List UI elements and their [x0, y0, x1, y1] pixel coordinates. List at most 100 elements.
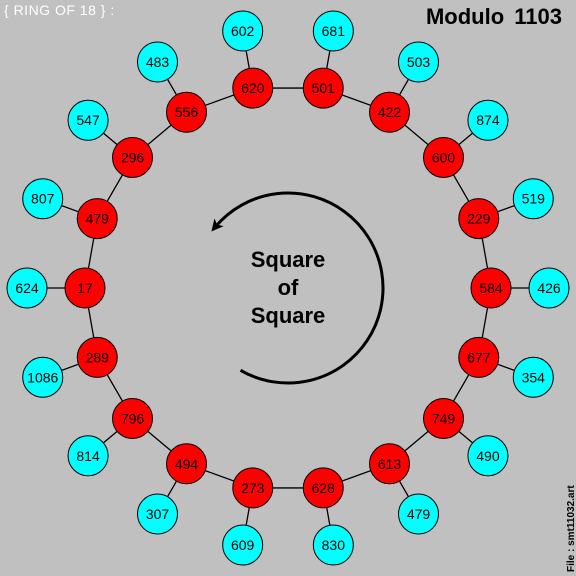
- outer-node-label: 490: [476, 448, 500, 464]
- ring-node: 273: [232, 467, 274, 509]
- outer-node-circle: [6, 267, 48, 309]
- ring-node: 620: [232, 67, 274, 109]
- outer-node-circle: [398, 493, 439, 535]
- outer-node-label: 807: [31, 191, 55, 207]
- ring-node-label: 677: [467, 349, 491, 365]
- ring-node: 584: [470, 267, 512, 309]
- outer-node-label: 426: [537, 280, 561, 296]
- ring-node-label: 628: [312, 480, 336, 496]
- outer-node-circle: [312, 10, 354, 52]
- outer-node-label: 1086: [27, 369, 58, 385]
- outer-node-circle: [137, 41, 178, 83]
- outer-node: 814: [67, 435, 109, 477]
- outer-node-circle: [512, 178, 554, 220]
- ring-node: 296: [111, 137, 153, 179]
- ring-node-circle: [423, 137, 465, 179]
- ring-node: 289: [76, 336, 118, 378]
- outer-node-label: 624: [15, 280, 39, 296]
- ring-node-label: 501: [312, 80, 336, 96]
- ring-node: 501: [302, 67, 344, 109]
- ring-node-circle: [76, 198, 118, 240]
- outer-node-circle: [398, 41, 439, 83]
- outer-node-label: 681: [322, 23, 346, 39]
- outer-node-label: 307: [146, 506, 170, 522]
- ring-node-label: 749: [432, 410, 456, 426]
- outer-node: 624: [6, 267, 48, 309]
- ring-node: 628: [302, 467, 344, 509]
- ring-node: 556: [166, 91, 207, 133]
- ring-node-circle: [232, 467, 274, 509]
- ring-node-circle: [458, 198, 500, 240]
- outer-node: 354: [512, 356, 554, 398]
- ring-node: 494: [166, 443, 207, 485]
- center-caption-line3: Square: [250, 303, 326, 328]
- outer-node: 483: [137, 41, 178, 83]
- ring-node: 677: [458, 336, 500, 378]
- outer-node-label: 830: [322, 537, 346, 553]
- ring-node: 479: [76, 198, 118, 240]
- ring-node-circle: [470, 267, 512, 309]
- ring-node-label: 296: [121, 150, 145, 166]
- outer-node-circle: [67, 435, 109, 477]
- outer-node-circle: [222, 524, 264, 566]
- ring-node-label: 17: [77, 280, 93, 296]
- center-caption-line2: of: [277, 275, 299, 300]
- outer-node: 874: [467, 99, 509, 141]
- outer-node-label: 602: [231, 23, 255, 39]
- outer-node: 602: [222, 10, 264, 52]
- diagram-title: Modulo 1103: [425, 4, 562, 29]
- ring-node: 229: [458, 198, 500, 240]
- outer-node: 830: [312, 524, 354, 566]
- ring-node: 749: [423, 397, 465, 439]
- ring-node-circle: [369, 443, 410, 485]
- ring-node-circle: [302, 67, 344, 109]
- ring-node: 422: [369, 91, 410, 133]
- outer-node-label: 547: [76, 112, 100, 128]
- ring-node-label: 273: [241, 480, 265, 496]
- ring-node-circle: [166, 91, 207, 133]
- ring-node-label: 289: [86, 349, 110, 365]
- outer-node: 503: [398, 41, 439, 83]
- outer-node: 519: [512, 178, 554, 220]
- ring-node: 17: [64, 267, 106, 309]
- ring-node-circle: [76, 336, 118, 378]
- ring-node-circle: [423, 397, 465, 439]
- outer-node-label: 874: [476, 112, 500, 128]
- outer-node-circle: [137, 493, 178, 535]
- outer-node-label: 609: [231, 537, 255, 553]
- ring-label: { RING OF 18 } :: [4, 2, 115, 18]
- outer-node-label: 503: [407, 54, 431, 70]
- ring-node-label: 796: [121, 410, 145, 426]
- ring-node-circle: [111, 137, 153, 179]
- ring-node: 600: [423, 137, 465, 179]
- outer-node: 609: [222, 524, 264, 566]
- outer-node-circle: [512, 356, 554, 398]
- outer-node-circle: [467, 435, 509, 477]
- outer-node-label: 479: [407, 506, 431, 522]
- outer-node-circle: [528, 267, 570, 309]
- ring-node: 613: [369, 443, 410, 485]
- outer-node-label: 519: [522, 191, 546, 207]
- ring-node-label: 613: [378, 456, 402, 472]
- outer-node-label: 814: [76, 448, 100, 464]
- center-caption: Square of Square: [238, 246, 338, 330]
- outer-node: 490: [467, 435, 509, 477]
- ring-node-circle: [64, 267, 106, 309]
- outer-node-circle: [22, 356, 64, 398]
- ring-node-circle: [166, 443, 207, 485]
- ring-node-label: 600: [432, 150, 456, 166]
- ring-node: 796: [111, 397, 153, 439]
- outer-node: 547: [67, 99, 109, 141]
- file-label: File : smt11032.art: [566, 485, 576, 572]
- outer-node-circle: [222, 10, 264, 52]
- ring-node-label: 479: [86, 211, 110, 227]
- outer-node: 807: [22, 178, 64, 220]
- ring-node-circle: [232, 67, 274, 109]
- outer-node-label: 483: [146, 54, 170, 70]
- ring-node-label: 229: [467, 211, 491, 227]
- outer-node-label: 354: [522, 369, 546, 385]
- outer-node-circle: [22, 178, 64, 220]
- outer-node-circle: [312, 524, 354, 566]
- center-caption-line1: Square: [250, 247, 326, 272]
